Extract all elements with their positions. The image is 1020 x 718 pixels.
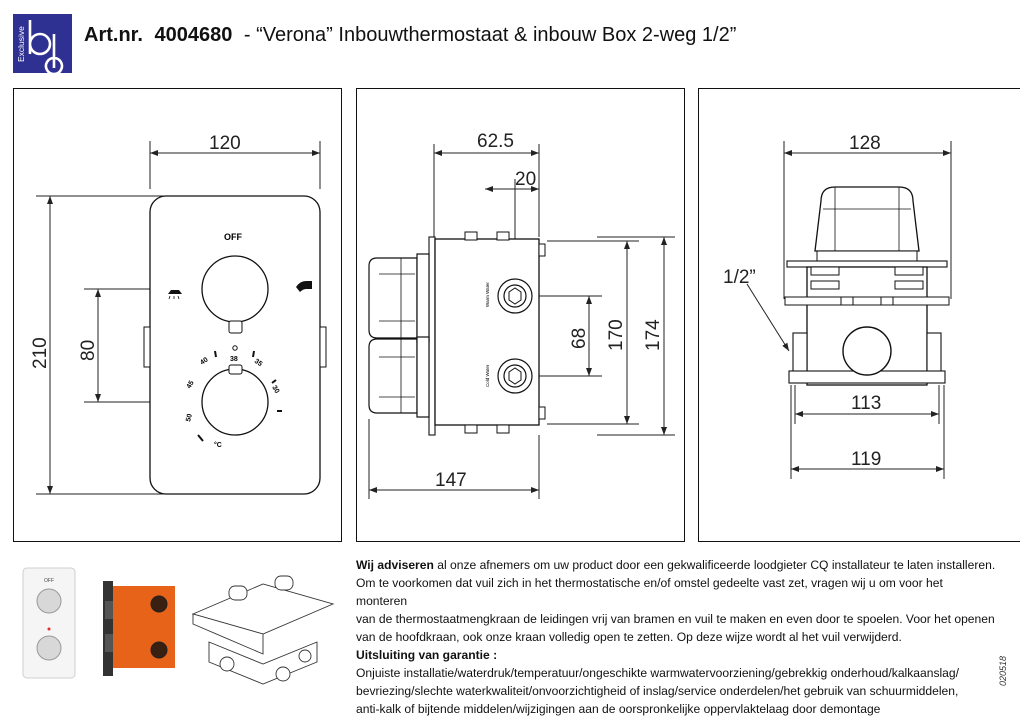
scale-30: 30: [270, 385, 280, 395]
warranty-title: Uitsluiting van garantie :: [356, 648, 498, 662]
dim-depth: 62.5: [477, 131, 514, 152]
dim-inlet-spacing: 68: [569, 328, 590, 349]
side-view-drawing: Warm Water Cold Water 62.5 20 68 170 174…: [368, 131, 675, 499]
front-view-panel: OFF 50 45 40 38 35 30 °C 120 210 80: [13, 88, 342, 542]
dim-height: 210: [30, 337, 51, 369]
dim-overall-depth: 147: [435, 470, 467, 491]
logo-subtitle: Exclusive: [16, 26, 26, 62]
product-photo-illustrations: OFF: [22, 567, 335, 685]
cold-water-label: Cold Water: [485, 364, 490, 387]
note-line-3: van de thermostaatmengkraan de leidingen…: [356, 612, 995, 626]
note-line-1: Wij adviseren al onze afnemers om uw pro…: [356, 558, 996, 572]
product-title: - “Verona” Inbouwthermostaat & inbouw Bo…: [243, 24, 737, 46]
warranty-line-1: Onjuiste installatie/waterdruk/temperatu…: [356, 666, 959, 680]
dim-width: 128: [849, 133, 881, 154]
warm-water-label: Warm Water: [485, 282, 490, 307]
brand-logo: Exclusive: [13, 14, 72, 76]
front-view-drawing: OFF 50 45 40 38 35 30 °C 120 210 80: [30, 133, 327, 495]
scale-50: 50: [185, 413, 194, 422]
unit-label: °C: [214, 441, 222, 449]
note-line-2: Om te voorkomen dat vuil zich in het the…: [356, 576, 943, 608]
dim-width: 120: [209, 133, 241, 154]
dim-outer: 119: [851, 449, 881, 470]
bath-spout-icon: [296, 281, 312, 292]
scale-38: 38: [230, 356, 238, 363]
product-photos: OFF: [13, 556, 343, 691]
dim-inner: 113: [851, 393, 881, 414]
shower-head-icon: [168, 290, 182, 300]
note-line-4: van de hoofdkraan, ook onze kraan volled…: [356, 630, 902, 644]
art-number: 4004680: [154, 24, 233, 46]
scale-40: 40: [199, 356, 209, 366]
side-view-panel: Warm Water Cold Water 62.5 20 68 170 174…: [356, 88, 685, 542]
dim-height-170: 170: [606, 319, 627, 351]
warranty-line-2: bevriezing/slechte waterkwaliteit/onvoor…: [356, 684, 959, 698]
dim-offset: 20: [515, 169, 536, 190]
temperature-scale: [197, 350, 282, 442]
photo-off-label: OFF: [44, 578, 54, 584]
document-code: 020518: [998, 655, 1008, 686]
scale-45: 45: [186, 380, 196, 390]
off-label: OFF: [224, 232, 242, 242]
dim-height-174: 174: [643, 319, 664, 351]
top-view-drawing: 128 1/2” 113 119: [723, 133, 952, 479]
scale-35: 35: [253, 358, 263, 368]
art-label: Art.nr.: [84, 24, 143, 46]
top-view-panel: 128 1/2” 113 119: [698, 88, 1020, 542]
page-title: Art.nr. 4004680 - “Verona” Inbouwthermos…: [84, 24, 736, 47]
dim-spacing: 80: [78, 340, 99, 361]
thread-size: 1/2”: [723, 267, 756, 288]
orange-box: [113, 586, 175, 668]
installation-notes: Wij adviseren al onze afnemers om uw pro…: [356, 556, 996, 718]
